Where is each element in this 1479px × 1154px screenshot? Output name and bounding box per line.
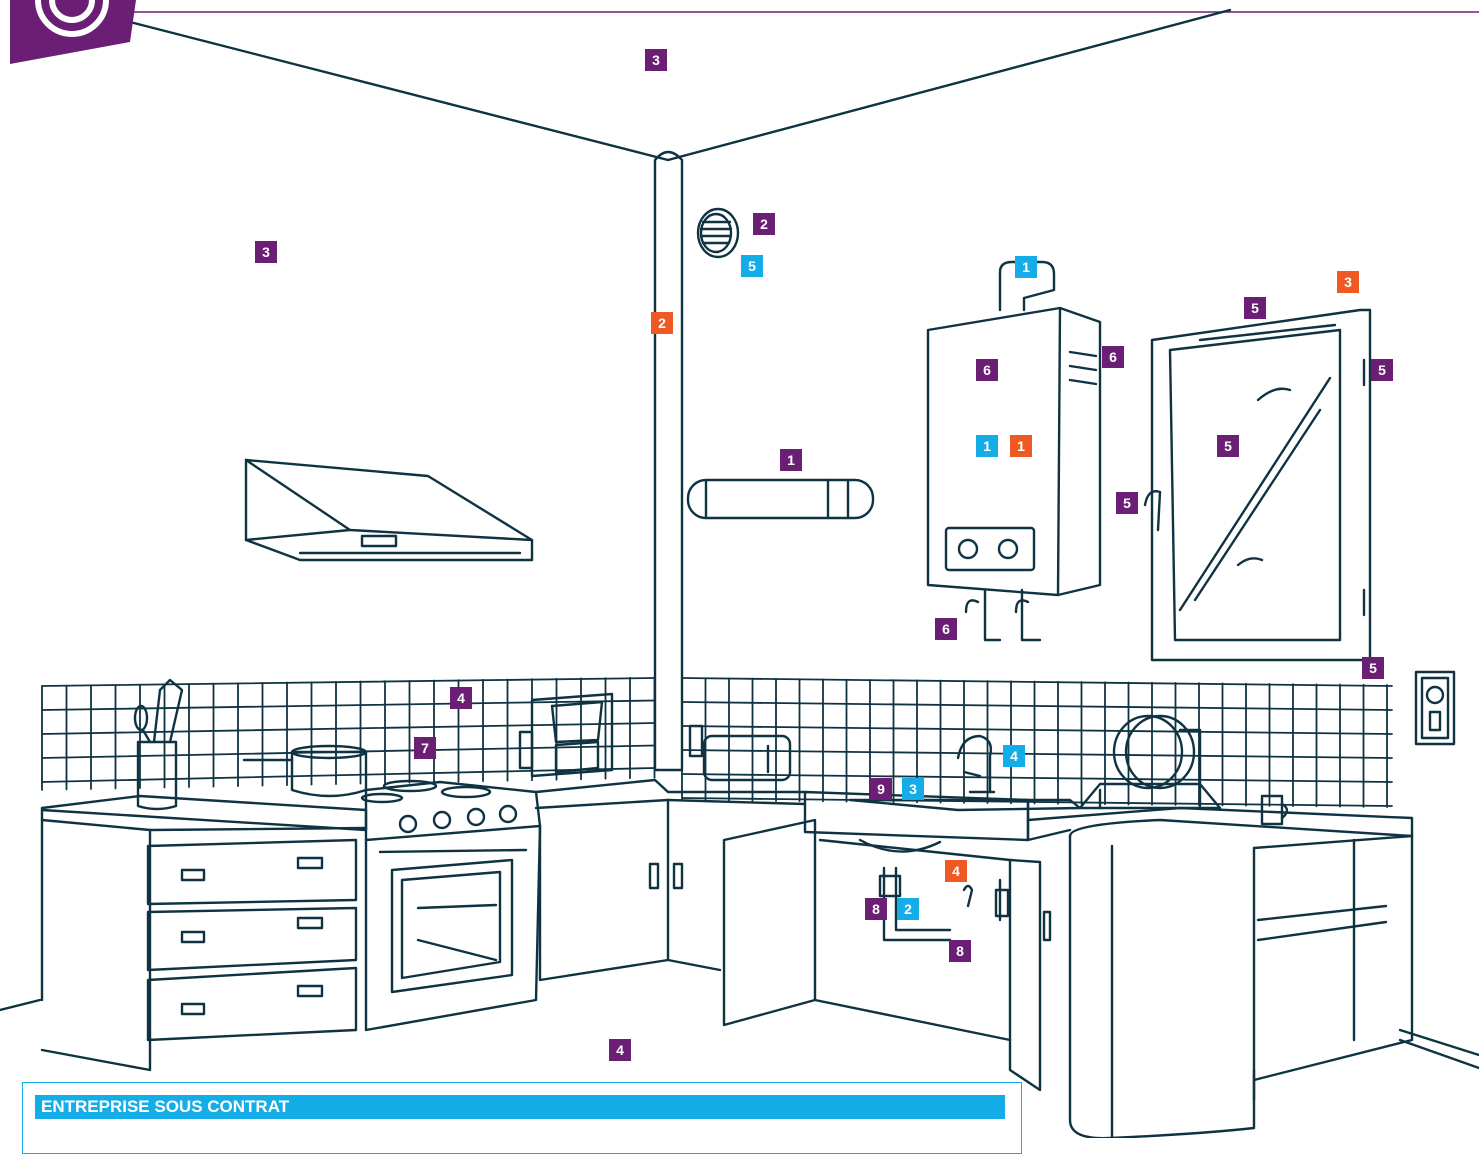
marker-window-top-orange[interactable]: 3 — [1337, 271, 1359, 293]
mug — [1260, 794, 1289, 826]
marker-window-vent[interactable]: 5 — [1244, 297, 1266, 319]
vent-grille — [696, 207, 740, 259]
window — [1143, 308, 1372, 662]
flue-pipe — [653, 150, 684, 772]
marker-sink-blue[interactable]: 3 — [902, 778, 924, 800]
tile-line — [41, 677, 656, 687]
marker-backsplash[interactable]: 4 — [450, 687, 472, 709]
dish-rack — [1078, 714, 1222, 810]
marker-flue-pipe[interactable]: 2 — [651, 312, 673, 334]
marker-boiler-blue[interactable]: 1 — [976, 435, 998, 457]
boiler — [926, 260, 1102, 642]
toaster — [688, 724, 792, 782]
marker-window-hinge[interactable]: 5 — [1371, 359, 1393, 381]
marker-window-handle[interactable]: 5 — [1116, 492, 1138, 514]
marker-gas-valve[interactable]: 7 — [414, 737, 436, 759]
marker-faucet[interactable]: 4 — [1003, 745, 1025, 767]
marker-boiler-flue[interactable]: 1 — [1015, 256, 1037, 278]
marker-drain-blue[interactable]: 2 — [897, 898, 919, 920]
left-cabinets — [40, 794, 368, 1072]
marker-floor[interactable]: 4 — [609, 1039, 631, 1061]
tile-line — [681, 677, 1393, 687]
tile-line — [681, 773, 1393, 783]
marker-wall-left[interactable]: 3 — [255, 241, 277, 263]
marker-boiler-body[interactable]: 6 — [976, 359, 998, 381]
tile-line — [41, 722, 656, 735]
marker-boiler-orange[interactable]: 1 — [1010, 435, 1032, 457]
tile-line — [681, 749, 1393, 759]
stove — [360, 779, 542, 1032]
marker-under-sink-orange[interactable]: 4 — [945, 860, 967, 882]
marker-drain-purple[interactable]: 8 — [865, 898, 887, 920]
marker-window-bottom[interactable]: 5 — [1362, 657, 1384, 679]
utensil-holder — [133, 678, 184, 811]
right-cabinet — [1026, 798, 1414, 1138]
marker-drain-pipe[interactable]: 8 — [949, 940, 971, 962]
corner-cabinet — [534, 778, 807, 982]
backsplash-tiles — [41, 676, 1393, 808]
marker-wall-duct[interactable]: 1 — [780, 449, 802, 471]
room-walls — [0, 8, 1479, 1070]
marker-boiler-side[interactable]: 6 — [1102, 346, 1124, 368]
legend-title: ENTREPRISE SOUS CONTRAT — [35, 1095, 1005, 1119]
range-hood — [244, 458, 534, 562]
tile-line — [41, 767, 656, 783]
tile-line — [681, 725, 1393, 735]
tile-line — [681, 797, 1393, 807]
target-icon — [10, 0, 136, 64]
wall-switch — [1414, 670, 1456, 746]
marker-sink-purple[interactable]: 9 — [870, 778, 892, 800]
marker-vent-grille[interactable]: 2 — [753, 213, 775, 235]
sink-cabinet — [722, 790, 1082, 1092]
tile-line — [681, 701, 1393, 711]
legend-box: ENTREPRISE SOUS CONTRAT — [22, 1082, 1022, 1154]
marker-boiler-valves[interactable]: 6 — [935, 618, 957, 640]
marker-ceiling[interactable]: 3 — [645, 49, 667, 71]
cooking-pot — [242, 744, 368, 798]
faucet — [956, 734, 996, 794]
marker-window-glass[interactable]: 5 — [1217, 435, 1239, 457]
coffee-maker — [518, 692, 614, 778]
marker-vent-grille-blue[interactable]: 5 — [741, 255, 763, 277]
wall-duct — [686, 478, 875, 520]
